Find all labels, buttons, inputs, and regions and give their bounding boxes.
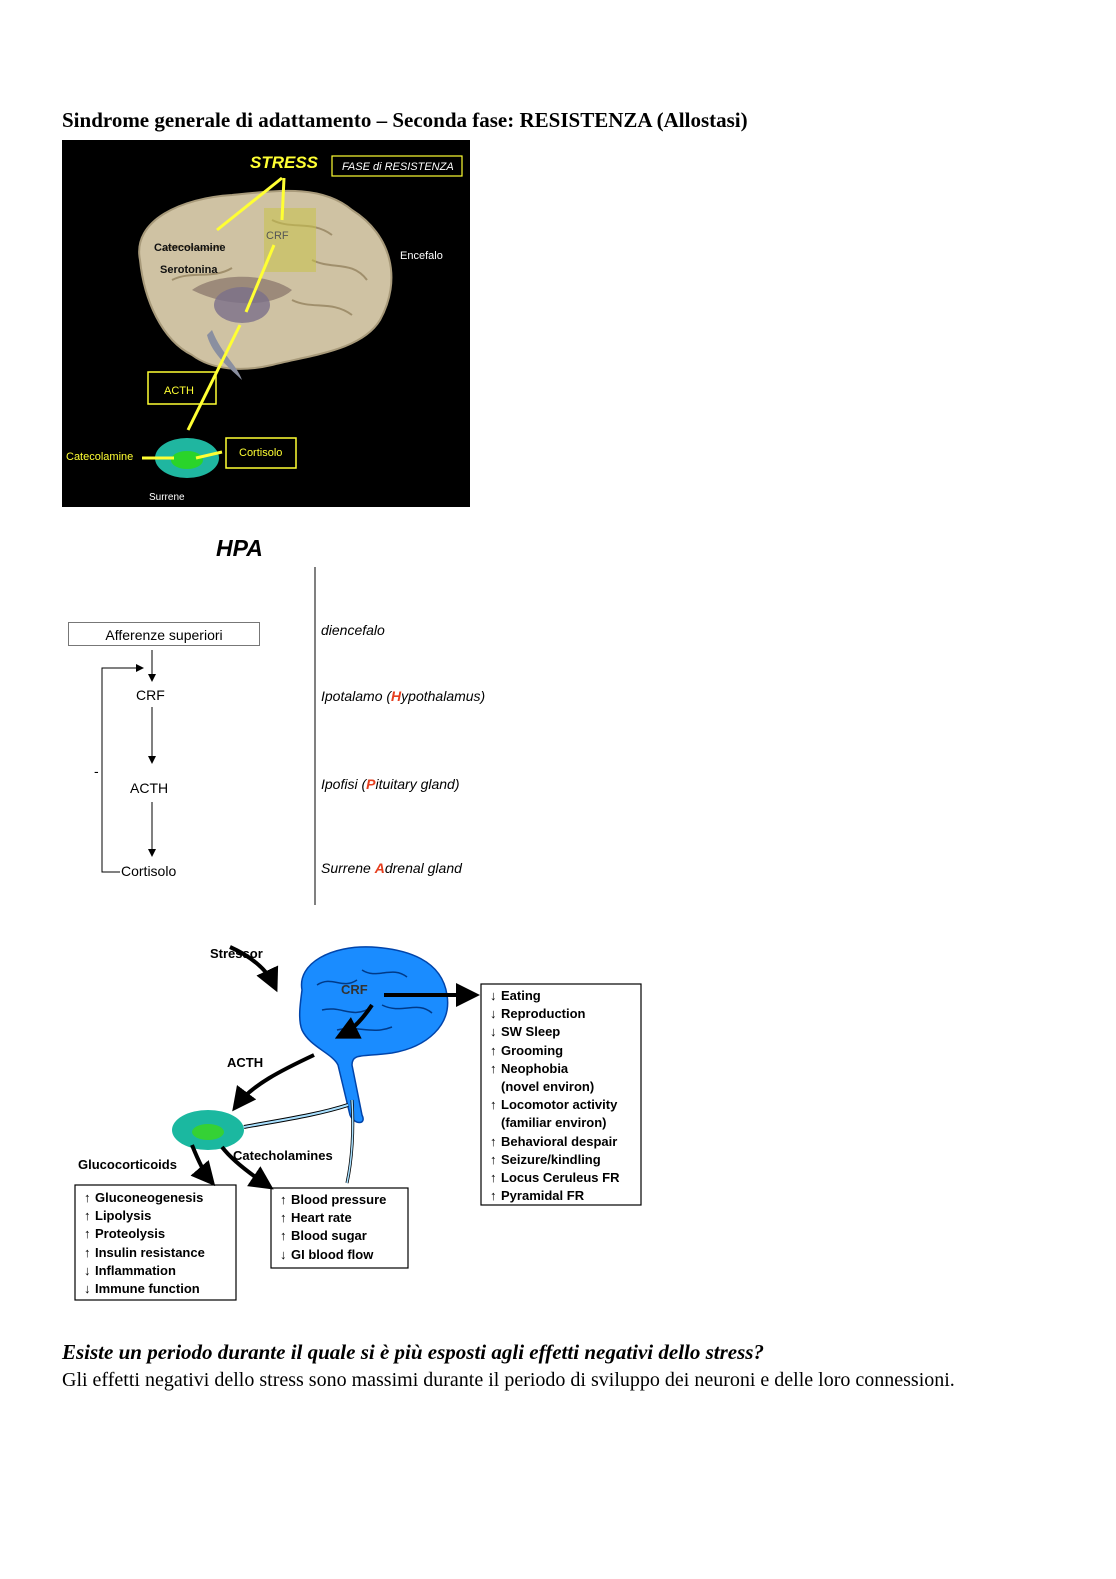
up-arrow-icon: ↑ xyxy=(84,1208,91,1224)
effect-item: ↑Blood sugar xyxy=(280,1227,386,1245)
effect-item: ↓Immune function xyxy=(84,1280,205,1298)
acth-label: ACTH xyxy=(227,1055,263,1070)
down-arrow-icon: ↓ xyxy=(490,1006,497,1022)
ipofisi-label: Ipofisi (Pituitary gland) xyxy=(321,776,460,792)
stress-label: STRESS xyxy=(250,153,319,172)
hpa-acth: ACTH xyxy=(130,780,169,796)
effect-text: Behavioral despair xyxy=(501,1133,618,1149)
up-arrow-icon: ↑ xyxy=(84,1190,91,1205)
effect-text: Locus Ceruleus FR xyxy=(501,1170,620,1186)
effect-item: ↑Insulin resistance xyxy=(84,1244,205,1262)
question-heading: Esiste un periodo durante il quale si è … xyxy=(62,1340,764,1364)
effect-text: Gluconeogenesis xyxy=(95,1190,204,1205)
effect-item: ↑Behavioral despair xyxy=(490,1133,619,1151)
effect-item: ↓Inflammation xyxy=(84,1262,205,1280)
phase-label: FASE di RESISTENZA xyxy=(342,161,454,173)
effect-item: ↑Locus Ceruleus FR xyxy=(490,1169,619,1187)
effect-text: Insulin resistance xyxy=(95,1244,205,1260)
crf-label: CRF xyxy=(266,230,289,242)
effect-text: Grooming xyxy=(501,1042,564,1058)
up-arrow-icon: ↑ xyxy=(490,1097,497,1113)
hpa-crf: CRF xyxy=(136,687,165,703)
effect-text: (novel environ) xyxy=(501,1079,595,1095)
hpa-title: HPA xyxy=(216,535,263,561)
effect-text: Eating xyxy=(501,988,541,1003)
effect-item: ↓Reproduction xyxy=(490,1005,619,1023)
effect-item: ↑Seizure/kindling xyxy=(490,1151,619,1169)
serotonina-label: Serotonina xyxy=(160,264,218,276)
effect-item: ↓SW Sleep xyxy=(490,1023,619,1041)
up-arrow-icon: ↑ xyxy=(84,1244,91,1260)
up-arrow-icon: ↑ xyxy=(490,1170,497,1186)
diencefalo-label: diencefalo xyxy=(321,622,385,638)
surrene-label: Surrene xyxy=(149,492,185,503)
blue-brain-image xyxy=(298,946,449,1124)
effect-item: ↑Locomotor activity xyxy=(490,1096,619,1114)
up-arrow-icon: ↑ xyxy=(280,1192,287,1207)
effect-text: Inflammation xyxy=(95,1262,176,1278)
effect-item: ↑ Gluconeogenesis xyxy=(84,1189,205,1207)
hpa-axis-lines xyxy=(101,567,316,905)
effect-text: Locomotor activity xyxy=(501,1097,618,1113)
down-arrow-icon: ↓ xyxy=(490,988,497,1003)
effect-text: Neophobia xyxy=(501,1060,569,1076)
up-arrow-icon: ↑ xyxy=(490,1133,497,1149)
effect-text: Seizure/kindling xyxy=(501,1151,601,1167)
effect-text: Pyramidal FR xyxy=(501,1188,585,1204)
effect-item: ↑Pyramidal FR xyxy=(490,1187,619,1205)
feedback-minus: - xyxy=(94,763,99,779)
catecholamines-label: Catecholamines xyxy=(233,1148,333,1163)
down-arrow-icon: ↓ xyxy=(280,1246,287,1262)
encefalo-label: Encefalo xyxy=(400,250,443,262)
acth-label: ACTH xyxy=(164,385,194,397)
effect-text: SW Sleep xyxy=(501,1024,561,1040)
resistance-phase-figure: STRESS FASE di RESISTENZA CRF Catecolami… xyxy=(62,140,470,507)
up-arrow-icon: ↑ xyxy=(280,1228,287,1244)
effect-text: Lipolysis xyxy=(95,1208,152,1224)
effect-item: ↑ Blood pressure xyxy=(280,1191,386,1209)
cortisolo-label: Cortisolo xyxy=(239,447,282,459)
effect-item: ↑Grooming xyxy=(490,1042,619,1060)
page-title: Sindrome generale di adattamento – Secon… xyxy=(62,108,748,132)
catecolamine-bottom-label: Catecolamine xyxy=(66,451,133,463)
effect-text: GI blood flow xyxy=(291,1246,374,1262)
up-arrow-icon: ↑ xyxy=(490,1188,497,1204)
effect-item: (novel environ) xyxy=(490,1078,619,1096)
effect-text: Heart rate xyxy=(291,1210,352,1226)
effect-item: ↓GI blood flow xyxy=(280,1246,386,1264)
up-arrow-icon: ↑ xyxy=(280,1210,287,1226)
answer-paragraph: Gli effetti negativi dello stress sono m… xyxy=(62,1369,955,1391)
catecolamine-top-label: Catecolamine xyxy=(154,242,226,254)
brain-effects-list: ↓Eating↓Reproduction↓SW Sleep↑Grooming↑N… xyxy=(490,987,619,1205)
stressor-label: Stressor xyxy=(210,946,263,961)
down-arrow-icon: ↓ xyxy=(84,1262,91,1278)
effect-item: ↑Heart rate xyxy=(280,1209,386,1227)
down-arrow-icon: ↓ xyxy=(84,1281,91,1297)
crf-label: CRF xyxy=(341,982,368,997)
effect-item: ↑Proteolysis xyxy=(84,1225,205,1243)
effect-item: (familiar environ) xyxy=(490,1114,619,1132)
up-arrow-icon: ↑ xyxy=(490,1042,497,1058)
up-arrow-icon: ↑ xyxy=(490,1060,497,1076)
effect-item: ↓ Eating xyxy=(490,987,619,1005)
effect-text: Blood sugar xyxy=(291,1228,367,1244)
afferenze-box: Afferenze superiori xyxy=(68,622,260,646)
gluco-effects-list: ↑Gluconeogenesis↑Lipolysis↑Proteolysis↑I… xyxy=(84,1189,205,1298)
down-arrow-icon: ↓ xyxy=(490,1024,497,1040)
cardio-effects-list: ↑Blood pressure↑Heart rate↑Blood sugar↓G… xyxy=(280,1191,386,1264)
glucocorticoids-label: Glucocorticoids xyxy=(78,1157,177,1172)
effect-text: Reproduction xyxy=(501,1006,586,1022)
effect-item: ↑Lipolysis xyxy=(84,1207,205,1225)
up-arrow-icon: ↑ xyxy=(490,1151,497,1167)
hpa-cortisolo: Cortisolo xyxy=(121,863,177,879)
effect-text: Proteolysis xyxy=(95,1226,166,1242)
effect-text: Blood pressure xyxy=(291,1192,387,1207)
effect-item: ↑Neophobia xyxy=(490,1060,619,1078)
ipotalamo-label: Ipotalamo (Hypothalamus) xyxy=(321,688,486,704)
up-arrow-icon: ↑ xyxy=(84,1226,91,1242)
stress-response-diagram: Stressor CRF ACTH Glucocorticoids Catech… xyxy=(74,945,642,1301)
surrene-label: Surrene Adrenal gland xyxy=(321,860,462,876)
effect-text: (familiar environ) xyxy=(501,1115,607,1131)
effect-text: Immune function xyxy=(95,1281,200,1297)
